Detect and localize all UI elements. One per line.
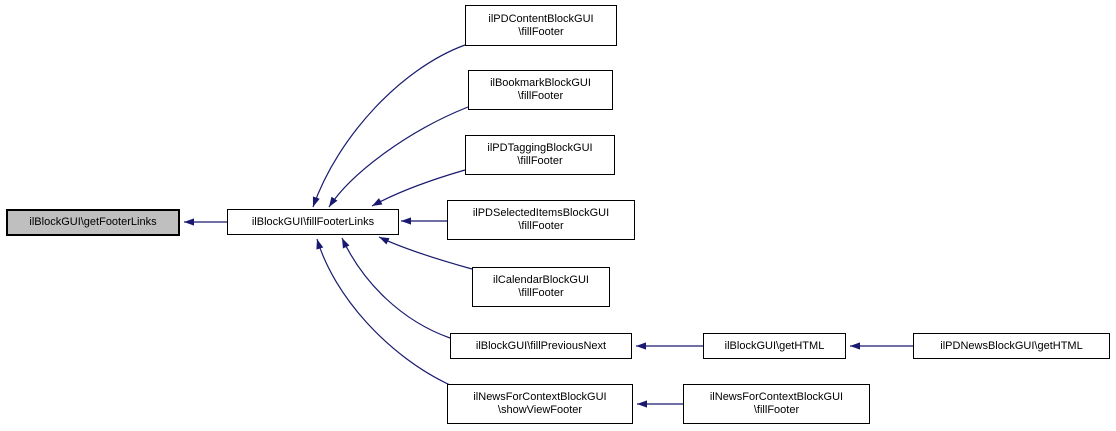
node-ilpdselecteditemsblockgui-fillfooter[interactable]: ilPDSelectedItemsBlockGUI \fillFooter (447, 200, 635, 240)
node-label: \showViewFooter (497, 404, 583, 416)
node-ilcalendarblockgui-fillfooter[interactable]: ilCalendarBlockGUI \fillFooter (472, 267, 610, 307)
edge-pdcontent-to-fillfooterlinks (312, 44, 466, 208)
node-ilblockgui-fillpreviousnext[interactable]: ilBlockGUI\fillPreviousNext (450, 333, 632, 359)
edge-calendar-to-fillfooterlinks (378, 236, 473, 270)
node-ilbookmarkblockgui-fillfooter[interactable]: ilBookmarkBlockGUI \fillFooter (468, 70, 613, 110)
node-ilblockgui-gethtml[interactable]: ilBlockGUI\getHTML (703, 333, 846, 359)
node-ilpdnewsblockgui-gethtml[interactable]: ilPDNewsBlockGUI\getHTML (913, 333, 1110, 359)
node-ilnewsforcontextblockgui-fillfooter[interactable]: ilNewsForContextBlockGUI \fillFooter (683, 384, 870, 424)
node-label: ilBookmarkBlockGUI (490, 77, 591, 89)
node-ilpdcontentblockgui-fillfooter[interactable]: ilPDContentBlockGUI \fillFooter (465, 5, 617, 46)
node-label: ilBlockGUI\getFooterLinks (29, 216, 157, 228)
node-label: \fillFooter (518, 220, 564, 232)
edge-fillpreviousnext-to-fillfooterlinks (341, 237, 451, 339)
node-label: ilBlockGUI\fillPreviousNext (475, 339, 607, 352)
node-label: ilPDNewsBlockGUI\getHTML (940, 339, 1083, 352)
node-label: \fillFooter (517, 90, 564, 102)
node-label: ilPDContentBlockGUI (488, 12, 594, 25)
node-ilblockgui-fillfooterlinks[interactable]: ilBlockGUI\fillFooterLinks (227, 209, 399, 235)
node-label: ilBlockGUI\fillFooterLinks (251, 215, 375, 228)
node-label: \fillFooter (518, 287, 564, 299)
node-label: ilPDSelectedItemsBlockGUI (472, 207, 610, 219)
node-label: \fillFooter (518, 25, 564, 38)
node-label: ilNewsForContextBlockGUI (473, 391, 607, 403)
node-label: ilNewsForContextBlockGUI (709, 391, 844, 403)
node-label: ilBlockGUI\getHTML (724, 339, 825, 352)
node-ilpdtaggingblockgui-fillfooter[interactable]: ilPDTaggingBlockGUI \fillFooter (465, 135, 615, 175)
node-ilnewsforcontextblockgui-showviewfooter[interactable]: ilNewsForContextBlockGUI \showViewFooter (447, 384, 633, 424)
edge-showviewfooter-to-fillfooterlinks (316, 238, 451, 386)
node-ilblockgui-getfooterlinks: ilBlockGUI\getFooterLinks (6, 209, 180, 236)
node-label: ilPDTaggingBlockGUI (487, 142, 593, 154)
edge-bookmark-to-fillfooterlinks (328, 106, 469, 208)
node-label: \fillFooter (517, 155, 563, 167)
node-label: \fillFooter (753, 404, 800, 416)
node-label: ilCalendarBlockGUI (493, 274, 589, 286)
